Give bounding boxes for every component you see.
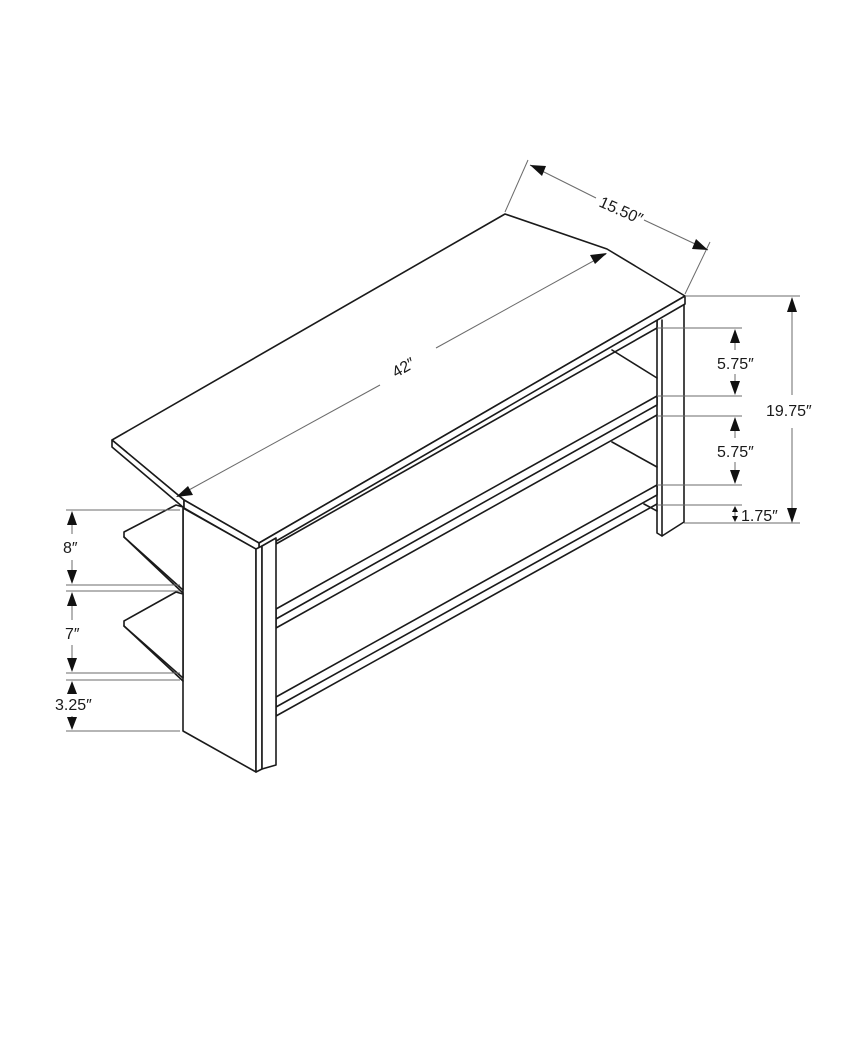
- total-height-label: 19.75″: [766, 403, 812, 420]
- right-leg: [656, 302, 685, 537]
- side-bottom-clearance-dimension: 3.25″: [55, 681, 92, 730]
- tv-stand: [111, 213, 686, 773]
- total-height-dimension: 19.75″: [766, 297, 812, 523]
- side-shelves: [123, 504, 184, 682]
- tabletop: [111, 213, 686, 552]
- depth-label: 15.50″: [596, 194, 645, 228]
- front-middle-gap-dimension: 5.75″: [717, 417, 754, 484]
- side-middle-gap-dimension: 7″: [65, 592, 80, 672]
- front-bottom-clearance-dimension: 1.75″: [732, 506, 778, 525]
- side-middle-gap-label: 7″: [65, 626, 80, 643]
- front-top-gap-dimension: 5.75″: [717, 329, 754, 395]
- front-top-gap-label: 5.75″: [717, 356, 754, 373]
- left-leg: [182, 507, 277, 773]
- side-bottom-clearance-label: 3.25″: [55, 697, 92, 714]
- right-extension-lines: [657, 295, 800, 524]
- side-top-gap-label: 8″: [63, 540, 78, 557]
- left-extension-lines: [66, 509, 180, 732]
- front-middle-gap-label: 5.75″: [717, 444, 754, 461]
- front-bottom-clearance-label: 1.75″: [741, 508, 778, 525]
- side-top-gap-dimension: 8″: [63, 511, 78, 584]
